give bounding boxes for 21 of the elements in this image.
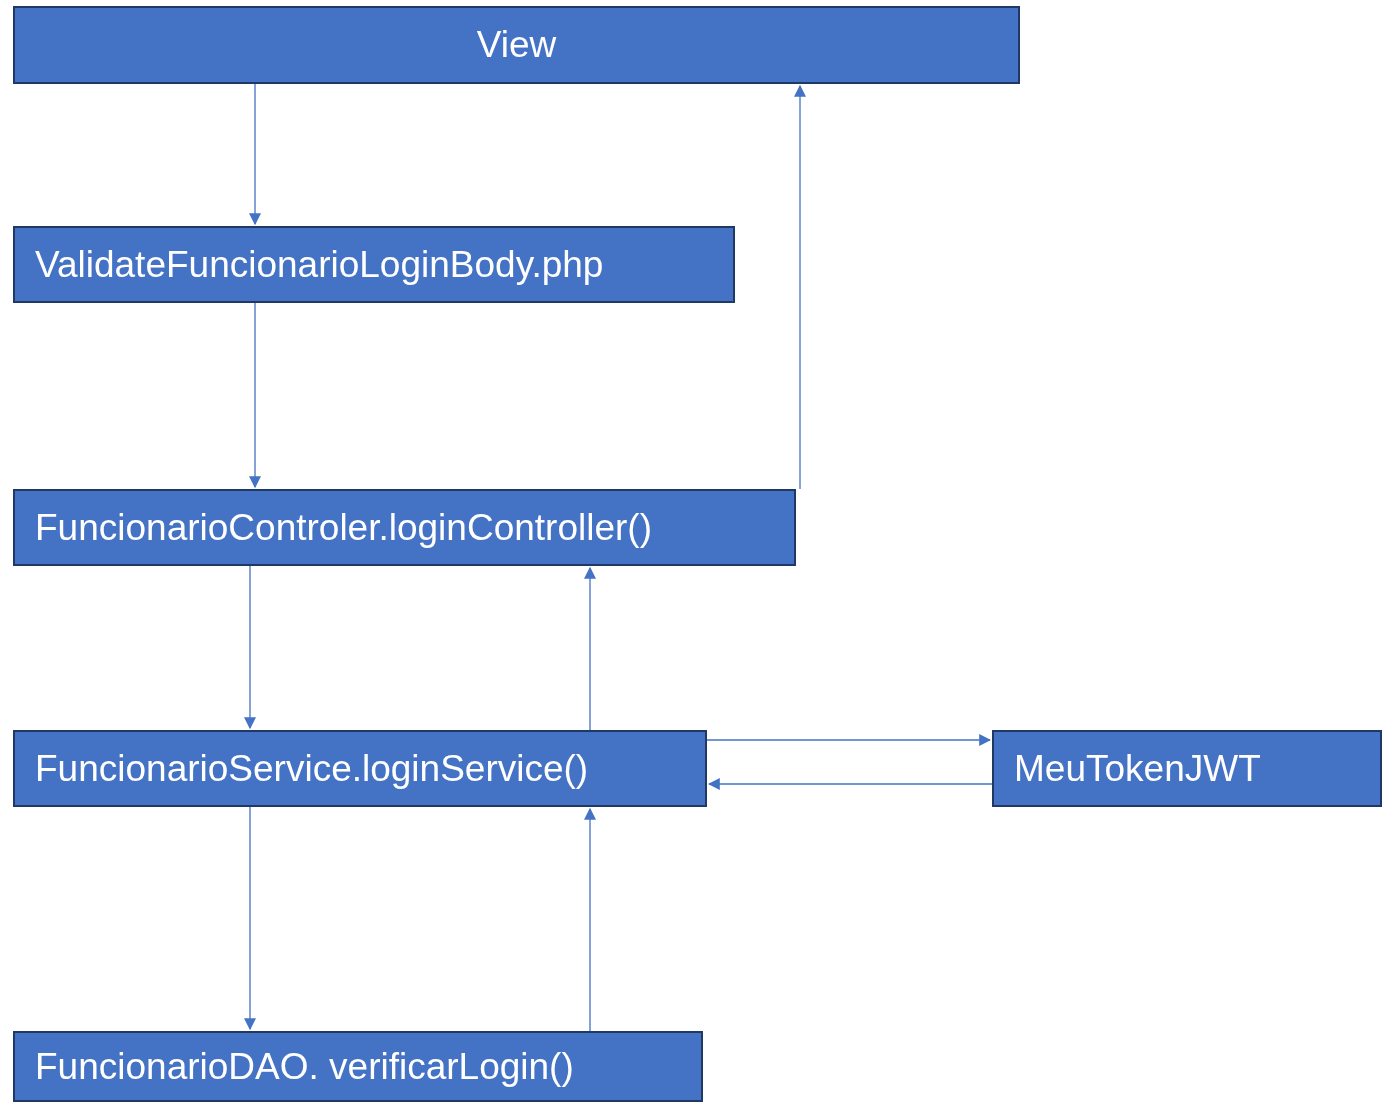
- box-label: FuncionarioService.loginService(): [35, 747, 589, 790]
- box-label: FuncionarioControler.loginController(): [35, 506, 652, 549]
- arrow: [244, 806, 256, 1031]
- process-box: [13, 489, 796, 566]
- arrow: [249, 302, 261, 489]
- process-box: [13, 226, 735, 303]
- process-box: [13, 730, 707, 807]
- arrow: [794, 84, 806, 490]
- arrow: [707, 778, 993, 790]
- process-box: [13, 6, 1020, 84]
- box-label: FuncionarioDAO. verificarLogin(): [35, 1045, 574, 1088]
- arrow: [584, 807, 596, 1032]
- arrow: [584, 566, 596, 731]
- process-box: [992, 730, 1382, 807]
- box-label: MeuTokenJWT: [1014, 747, 1261, 790]
- box-label: ValidateFuncionarioLoginBody.php: [35, 243, 604, 286]
- arrow: [706, 734, 992, 746]
- arrow: [244, 565, 256, 730]
- box-label: View: [476, 24, 557, 66]
- arrow: [249, 83, 261, 226]
- process-box: [13, 1031, 703, 1102]
